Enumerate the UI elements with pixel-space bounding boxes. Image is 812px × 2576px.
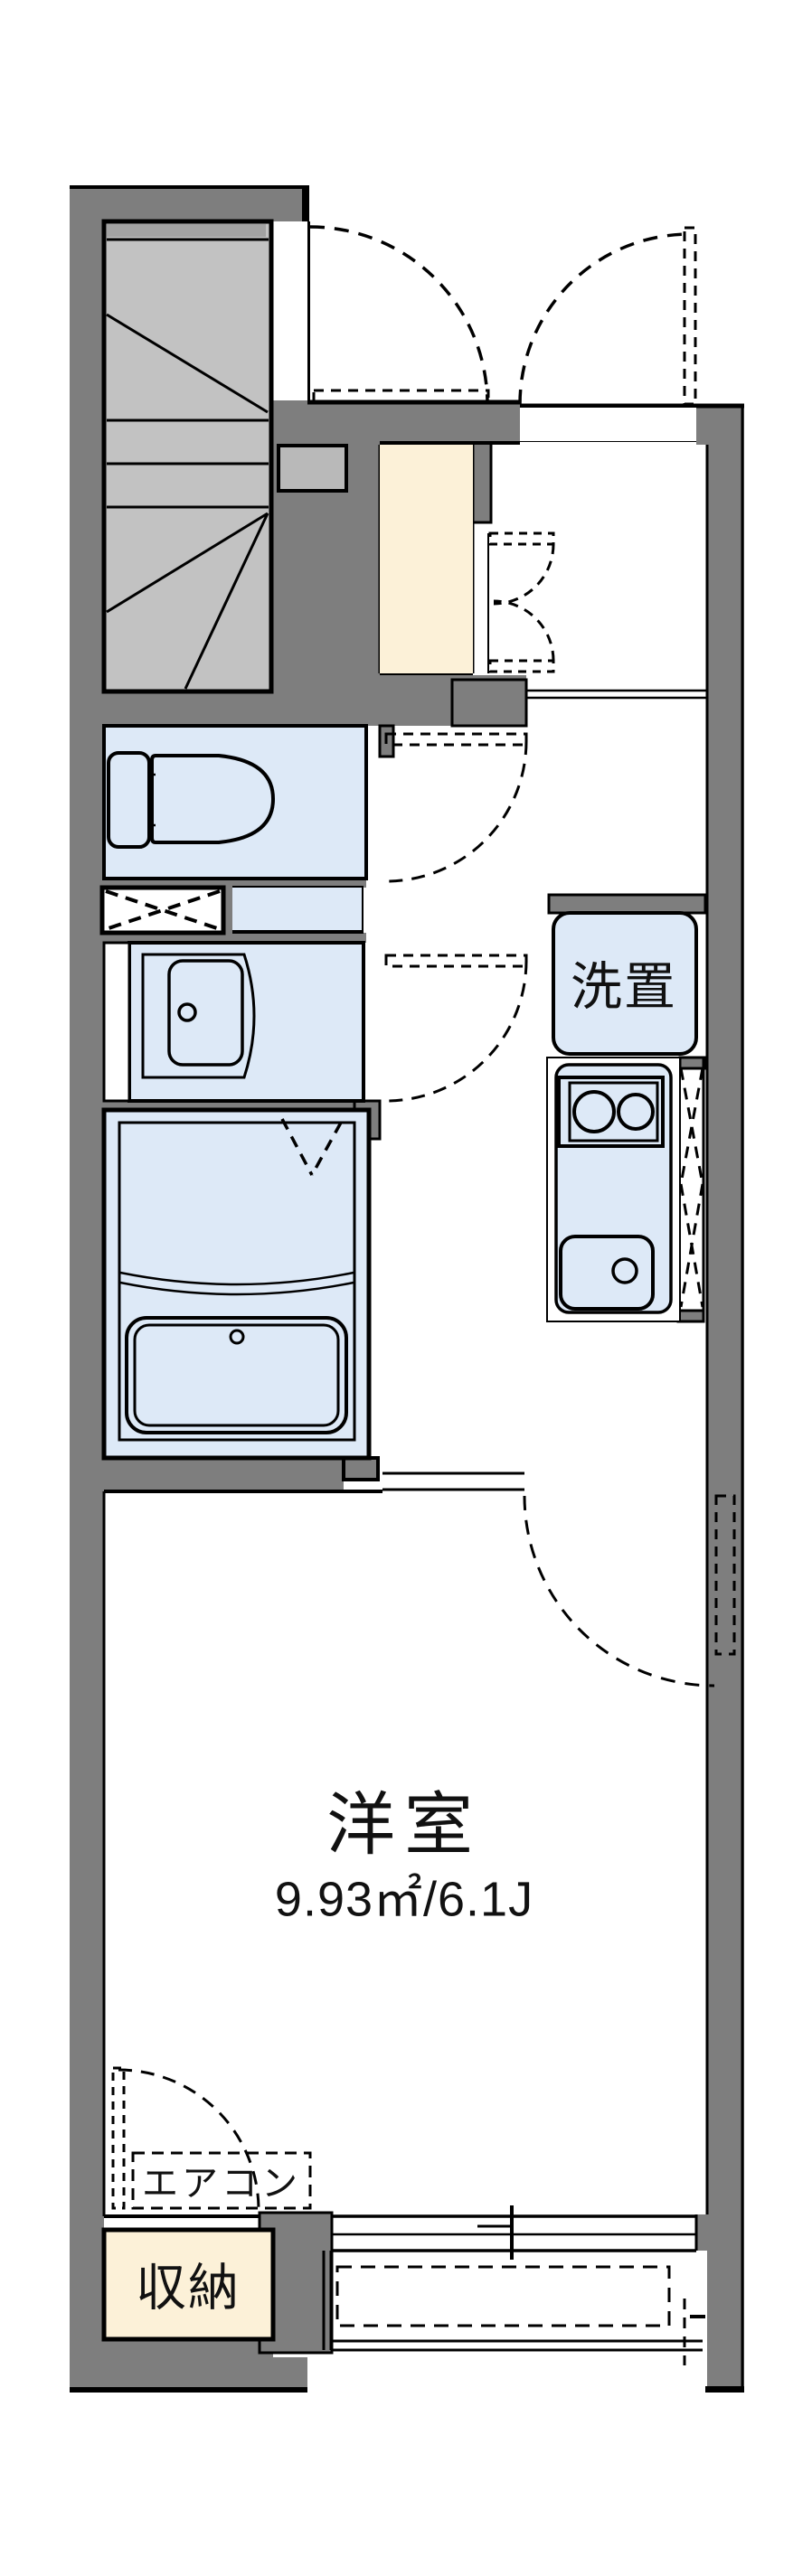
eaves-below-outline xyxy=(335,2265,671,2327)
pipe-space xyxy=(102,941,131,1103)
kitchen-area xyxy=(546,911,705,1322)
storage-box xyxy=(101,2227,276,2342)
washbasin-icon xyxy=(141,953,256,1079)
washroom-door xyxy=(384,954,528,1103)
kitchen-sink-icon xyxy=(559,1235,655,1311)
main-room-door xyxy=(382,1471,736,1688)
toilet-icon xyxy=(107,751,276,849)
laundry-space-label: 洗置 xyxy=(571,958,677,1016)
bath-folding-door xyxy=(280,1118,343,1176)
aircon-label: エアコン xyxy=(142,2164,301,2204)
toilet-room xyxy=(102,724,368,880)
window-lock-icon xyxy=(477,2205,514,2260)
stairwell xyxy=(101,219,348,694)
stair-landing-step xyxy=(277,444,348,493)
main-room-label: 洋室 xyxy=(326,1787,482,1864)
stair-steps xyxy=(106,313,269,690)
refrigerator-space xyxy=(679,1067,704,1308)
balcony-window xyxy=(322,2205,705,2365)
main-room-area-label: 9.93㎡/6.1J xyxy=(274,1872,534,1927)
storage-area xyxy=(101,2151,312,2342)
bathroom xyxy=(101,1107,372,1461)
bathtub-icon xyxy=(125,1316,348,1434)
stove-icon xyxy=(557,1076,665,1148)
entrance-door xyxy=(309,225,697,406)
exterior-walls xyxy=(70,185,744,2393)
utility-hatch xyxy=(99,885,226,935)
toilet-annex-floor xyxy=(232,886,364,934)
storage-door xyxy=(111,2066,260,2211)
entry-double-door xyxy=(488,531,555,673)
storage-label: 収納 xyxy=(136,2259,241,2317)
aircon-box xyxy=(131,2151,312,2210)
laundry-space-box xyxy=(552,911,698,1056)
entrance-genkan xyxy=(380,408,696,673)
toilet-door xyxy=(384,732,528,883)
washroom xyxy=(102,941,365,1103)
